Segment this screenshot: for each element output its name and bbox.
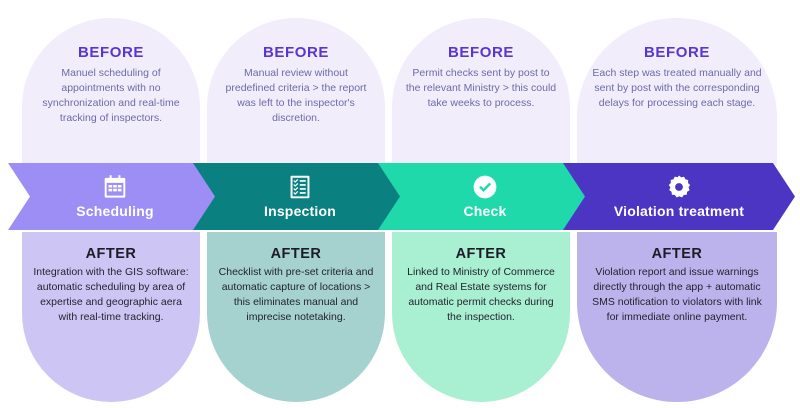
process-step-inspection: BEFORE Manual review without predefined … [207, 0, 385, 408]
process-step-scheduling: BEFORE Manuel scheduling of appointments… [22, 0, 200, 408]
before-card-violation-treatment: BEFORE Each step was treated manually an… [577, 18, 777, 166]
after-title: AFTER [85, 246, 137, 262]
step-band-violation-treatment[interactable]: Violation treatment [563, 163, 795, 230]
calendar-icon [102, 174, 128, 200]
before-description: Manuel scheduling of appointments with n… [42, 67, 180, 124]
before-title: BEFORE [643, 44, 711, 61]
before-title: BEFORE [262, 44, 330, 61]
step-label: Check [463, 203, 507, 219]
clipboard-checklist-icon [287, 174, 313, 200]
after-card-violation-treatment: AFTER Violation report and issue warning… [577, 232, 777, 402]
process-step-violation-treatment: BEFORE Each step was treated manually an… [577, 0, 777, 408]
gear-icon [666, 174, 692, 200]
before-description: Each step was treated manually and sent … [592, 67, 762, 109]
process-step-check: BEFORE Permit checks sent by post to the… [392, 0, 570, 408]
before-card-inspection: BEFORE Manual review without predefined … [207, 18, 385, 166]
after-card-inspection: AFTER Checklist with pre-set criteria an… [207, 232, 385, 402]
after-card-check: AFTER Linked to Ministry of Commerce and… [392, 232, 570, 402]
step-label: Inspection [263, 203, 336, 219]
before-title: BEFORE [77, 44, 145, 61]
before-card-scheduling: BEFORE Manuel scheduling of appointments… [22, 18, 200, 166]
before-title: BEFORE [447, 44, 515, 61]
after-description: Checklist with pre-set criteria and auto… [218, 266, 374, 323]
after-card-scheduling: AFTER Integration with the GIS software:… [22, 232, 200, 402]
step-band-inspection[interactable]: Inspection [193, 163, 407, 230]
before-description: Manual review without predefined criteri… [225, 67, 367, 124]
after-title: AFTER [455, 246, 507, 262]
after-description: Integration with the GIS software: autom… [33, 266, 189, 323]
after-title: AFTER [651, 246, 703, 262]
after-description: Linked to Ministry of Commerce and Real … [407, 266, 555, 323]
step-band-scheduling[interactable]: Scheduling [8, 163, 222, 230]
before-card-check: BEFORE Permit checks sent by post to the… [392, 18, 570, 166]
after-description: Violation report and issue warnings dire… [592, 266, 762, 323]
step-label: Violation treatment [613, 203, 745, 219]
after-title: AFTER [270, 246, 322, 262]
step-label: Scheduling [76, 203, 154, 219]
step-band-check[interactable]: Check [378, 163, 592, 230]
before-description: Permit checks sent by post to the releva… [405, 67, 557, 109]
check-circle-icon [472, 174, 498, 200]
